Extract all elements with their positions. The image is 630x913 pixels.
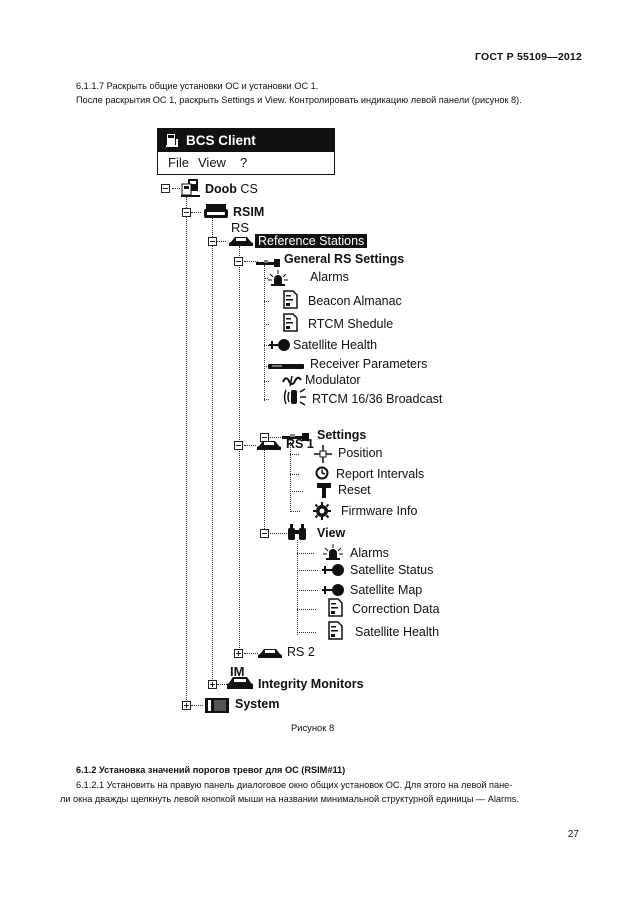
- menu-bar: File View ?: [157, 152, 335, 175]
- tree-item-rtcm-broadcast[interactable]: RTCM 16/36 Broadcast: [312, 392, 443, 406]
- collapse-toggle-ref-stations[interactable]: [208, 237, 217, 246]
- tree-node-reference-stations[interactable]: Reference Stations: [255, 234, 368, 248]
- collapse-toggle-view[interactable]: [260, 529, 269, 538]
- collapse-toggle-root[interactable]: [161, 184, 170, 193]
- system-rack-icon: [205, 698, 229, 713]
- expand-toggle-system[interactable]: [182, 701, 191, 710]
- tree-item-receiver-parameters[interactable]: Receiver Parameters: [310, 357, 428, 371]
- tree-node-integrity-monitors[interactable]: Integrity Monitors: [258, 677, 364, 691]
- tree-item-view-alarms[interactable]: Alarms: [350, 546, 389, 560]
- figure-caption: Рисунок 8: [291, 722, 335, 733]
- section-line-2: ли окна дважды щелкнуть левой кнопкой мы…: [60, 794, 519, 804]
- rs-caption: RS: [231, 220, 250, 235]
- network-pc-icon: [181, 179, 200, 197]
- menu-help[interactable]: ?: [240, 155, 248, 170]
- tree-item-beacon-almanac[interactable]: Beacon Almanac: [308, 294, 402, 308]
- tree-item-report-intervals[interactable]: Report Intervals: [336, 467, 425, 481]
- tree-node-settings[interactable]: Settings: [317, 428, 367, 442]
- modulator-wave-icon: [282, 375, 302, 387]
- app-window: BCS Client File View ?: [157, 128, 335, 176]
- tree-item-rtcm-shedule[interactable]: RTCM Shedule: [308, 317, 394, 331]
- document-icon: [328, 598, 343, 617]
- station-car-icon: [258, 649, 282, 658]
- station-car-icon: [229, 237, 253, 246]
- im-caption: IM: [230, 664, 245, 679]
- window-title: BCS Client: [186, 133, 256, 148]
- rsim-device-icon: [204, 204, 228, 218]
- broadcast-icon: [283, 388, 306, 406]
- alarm-beacon-icon: [268, 270, 288, 286]
- intro-line-2: После раскрытия ОС 1, раскрыть Settings …: [76, 95, 522, 105]
- tree-item-position[interactable]: Position: [338, 446, 383, 460]
- binoculars-icon: [288, 524, 306, 540]
- station-car-icon: [257, 441, 281, 450]
- tree-node-general-rs-settings[interactable]: General RS Settings: [284, 252, 405, 266]
- document-standard-number: ГОСТ Р 55109—2012: [474, 51, 582, 63]
- expand-toggle-rs2[interactable]: [234, 649, 243, 658]
- window-titlebar[interactable]: BCS Client: [157, 128, 335, 153]
- menu-view[interactable]: View: [198, 155, 226, 170]
- tree-item-satellite-health[interactable]: Satellite Health: [293, 338, 378, 352]
- section-heading: 6.1.2 Установка значений порогов тревог …: [76, 765, 346, 775]
- expand-toggle-integrity[interactable]: [208, 680, 217, 689]
- tree-item-reset[interactable]: Reset: [338, 483, 371, 497]
- collapse-toggle-rs1[interactable]: [234, 441, 243, 450]
- receiver-icon: [268, 364, 304, 369]
- satellite-dish-icon: [322, 584, 344, 596]
- page-number: 27: [567, 829, 579, 840]
- satellite-dish-icon: [322, 564, 344, 576]
- tree-item-modulator[interactable]: Modulator: [305, 373, 361, 387]
- tree-item-satellite-map[interactable]: Satellite Map: [350, 583, 423, 597]
- section-line-1: 6.1.2.1 Установить на правую панель диал…: [76, 780, 513, 790]
- intro-line-1: 6.1.1.7 Раскрыть общие установки ОС и ус…: [76, 81, 319, 91]
- tree-node-root[interactable]: Doob CS: [205, 182, 258, 196]
- tree-node-rs2[interactable]: RS 2: [287, 645, 315, 659]
- tree-node-rsim[interactable]: RSIM: [233, 205, 265, 219]
- tree-item-satellite-status[interactable]: Satellite Status: [350, 563, 434, 577]
- document-icon: [283, 290, 298, 309]
- tree-item-view-satellite-health[interactable]: Satellite Health: [355, 625, 440, 639]
- computer-icon: [166, 134, 178, 147]
- tree-item-alarms[interactable]: Alarms: [310, 270, 349, 284]
- wrench-settings-icon: [256, 259, 280, 267]
- tree-node-system[interactable]: System: [235, 697, 280, 711]
- collapse-toggle-rsim[interactable]: [182, 208, 191, 217]
- satellite-dish-icon: [269, 339, 290, 351]
- menu-file[interactable]: File: [168, 155, 189, 170]
- position-crosshair-icon: [314, 445, 332, 463]
- integrity-monitor-icon: [227, 677, 253, 689]
- alarm-beacon-icon: [323, 544, 343, 560]
- tree-item-firmware-info[interactable]: Firmware Info: [341, 504, 418, 518]
- reset-hammer-icon: [317, 483, 331, 498]
- collapse-toggle-general[interactable]: [234, 257, 243, 266]
- report-clock-icon: [315, 466, 329, 480]
- tree-item-correction-data[interactable]: Correction Data: [352, 602, 440, 616]
- tree-node-view[interactable]: View: [317, 526, 346, 540]
- firmware-chip-icon: [313, 502, 331, 520]
- document-icon: [328, 621, 343, 640]
- wrench-settings-icon: [282, 433, 309, 441]
- document-icon: [283, 313, 298, 332]
